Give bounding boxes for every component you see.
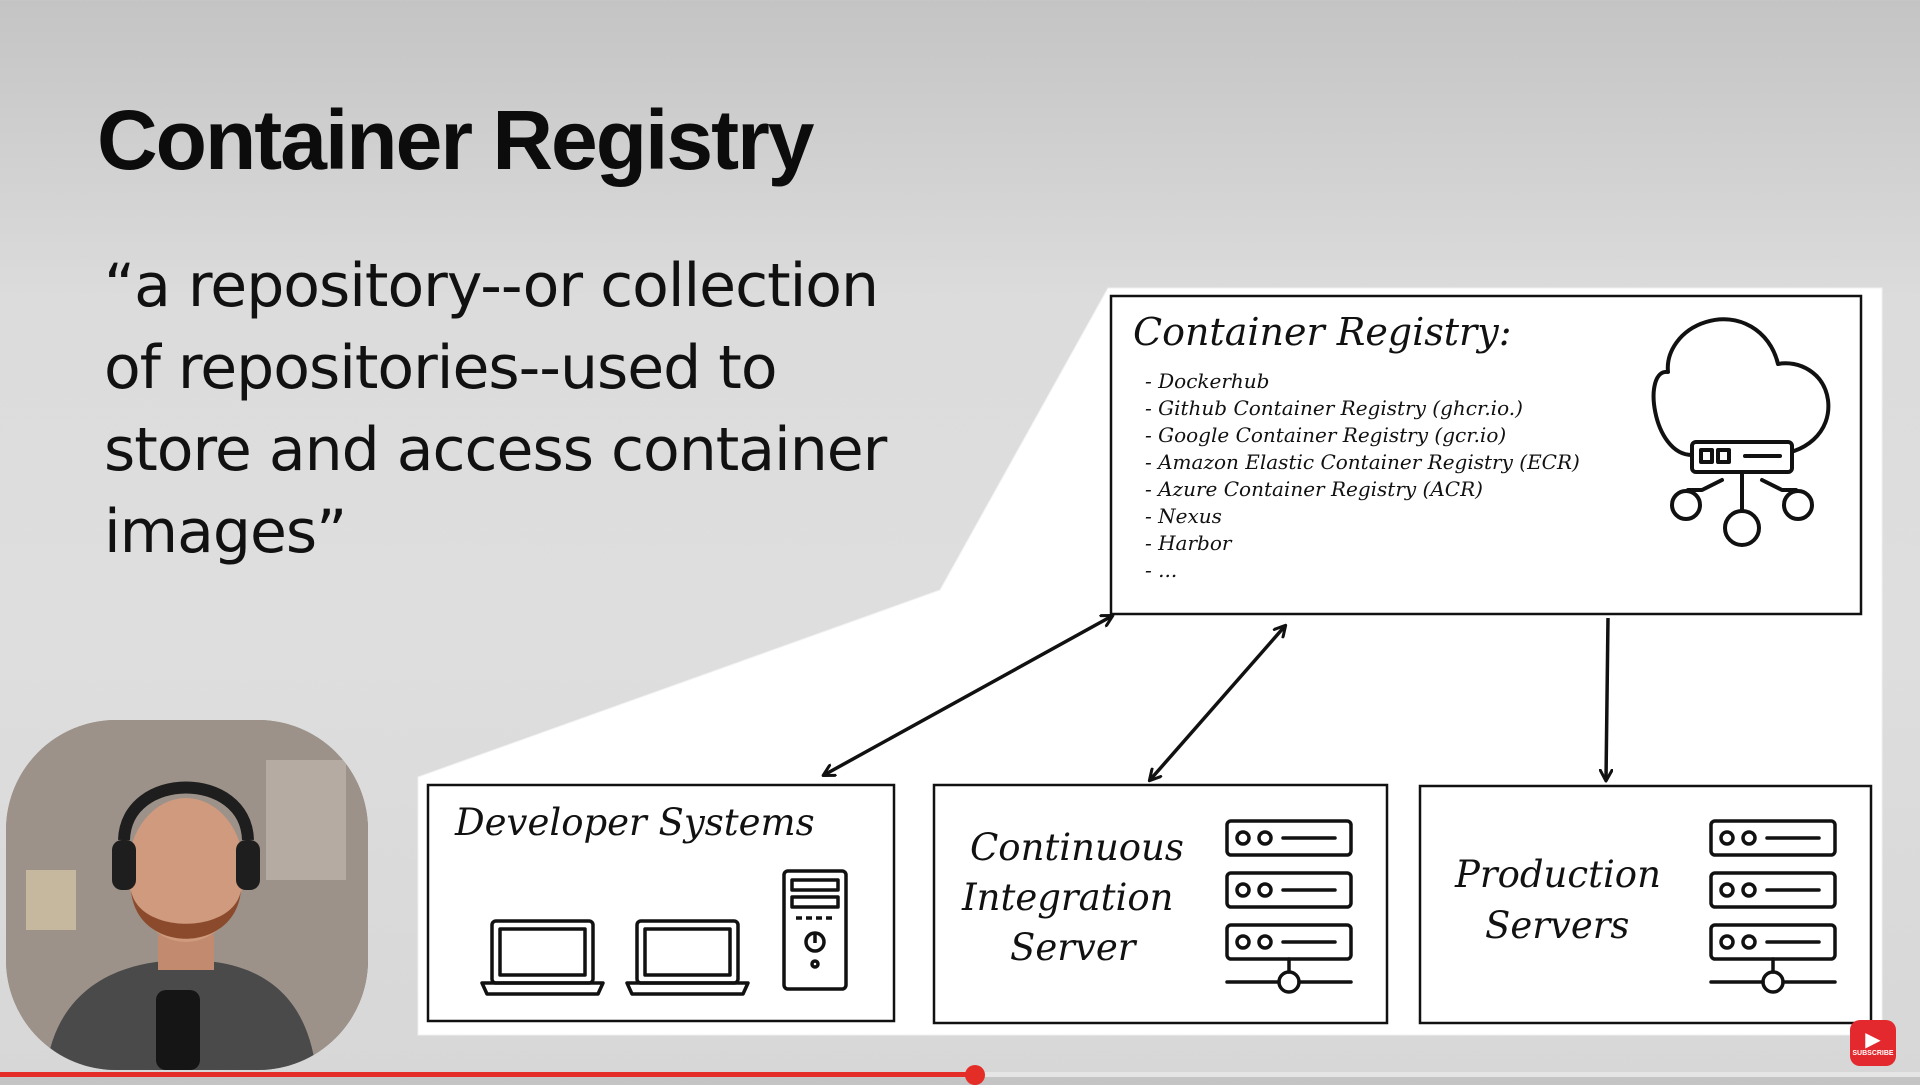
production-servers-label: Production <box>1454 853 1661 896</box>
server-rack-icon <box>1225 819 1353 994</box>
arrow-registry-ci <box>1150 626 1285 780</box>
slide-title: Container Registry <box>97 93 814 187</box>
subscribe-label: SUBSCRIBE <box>1852 1049 1894 1057</box>
quote-line: “a repository--or collection <box>104 251 879 321</box>
desktop-tower-icon <box>782 869 848 991</box>
arrow-registry-developer <box>824 616 1112 775</box>
presenter-figure <box>6 720 368 1070</box>
server-rack-icon <box>1709 819 1837 994</box>
video-progress-bar[interactable] <box>0 1065 1920 1085</box>
laptop-icon <box>625 919 750 996</box>
quote-line: of repositories--used to <box>104 333 778 403</box>
production-servers-label: Servers <box>1485 904 1629 947</box>
arrow-registry-production <box>1606 617 1608 780</box>
registry-list-item: - Amazon Elastic Container Registry (ECR… <box>1145 450 1580 474</box>
video-scrubber-handle[interactable] <box>965 1065 986 1085</box>
ci-server-label: Continuous <box>970 826 1184 869</box>
ci-server-label: Integration <box>961 876 1173 919</box>
registry-list-item: - Harbor <box>1145 531 1233 555</box>
developer-systems-label: Developer Systems <box>454 801 815 844</box>
play-icon: ▶ <box>1865 1028 1881 1051</box>
registry-list-item: - Dockerhub <box>1145 369 1269 393</box>
registry-list-item: - Nexus <box>1145 504 1222 528</box>
registry-title: Container Registry: <box>1133 310 1512 354</box>
definition-quote: “a repository--or collection of reposito… <box>104 245 954 573</box>
subscribe-button[interactable]: ▶ SUBSCRIBE <box>1850 1020 1896 1066</box>
laptop-icon <box>480 919 605 996</box>
quote-line: images” <box>104 497 347 567</box>
cloud-network-icon <box>1651 317 1831 547</box>
video-progress-fill <box>0 1072 976 1077</box>
presenter-webcam <box>6 720 368 1070</box>
quote-line: store and access container <box>104 415 887 485</box>
registry-list-item: - ... <box>1145 558 1177 582</box>
registry-list-item: - Google Container Registry (gcr.io) <box>1145 423 1506 447</box>
ci-server-label: Server <box>1010 926 1138 969</box>
registry-list-item: - Azure Container Registry (ACR) <box>1145 477 1483 501</box>
registry-list-item: - Github Container Registry (ghcr.io.) <box>1145 396 1523 420</box>
